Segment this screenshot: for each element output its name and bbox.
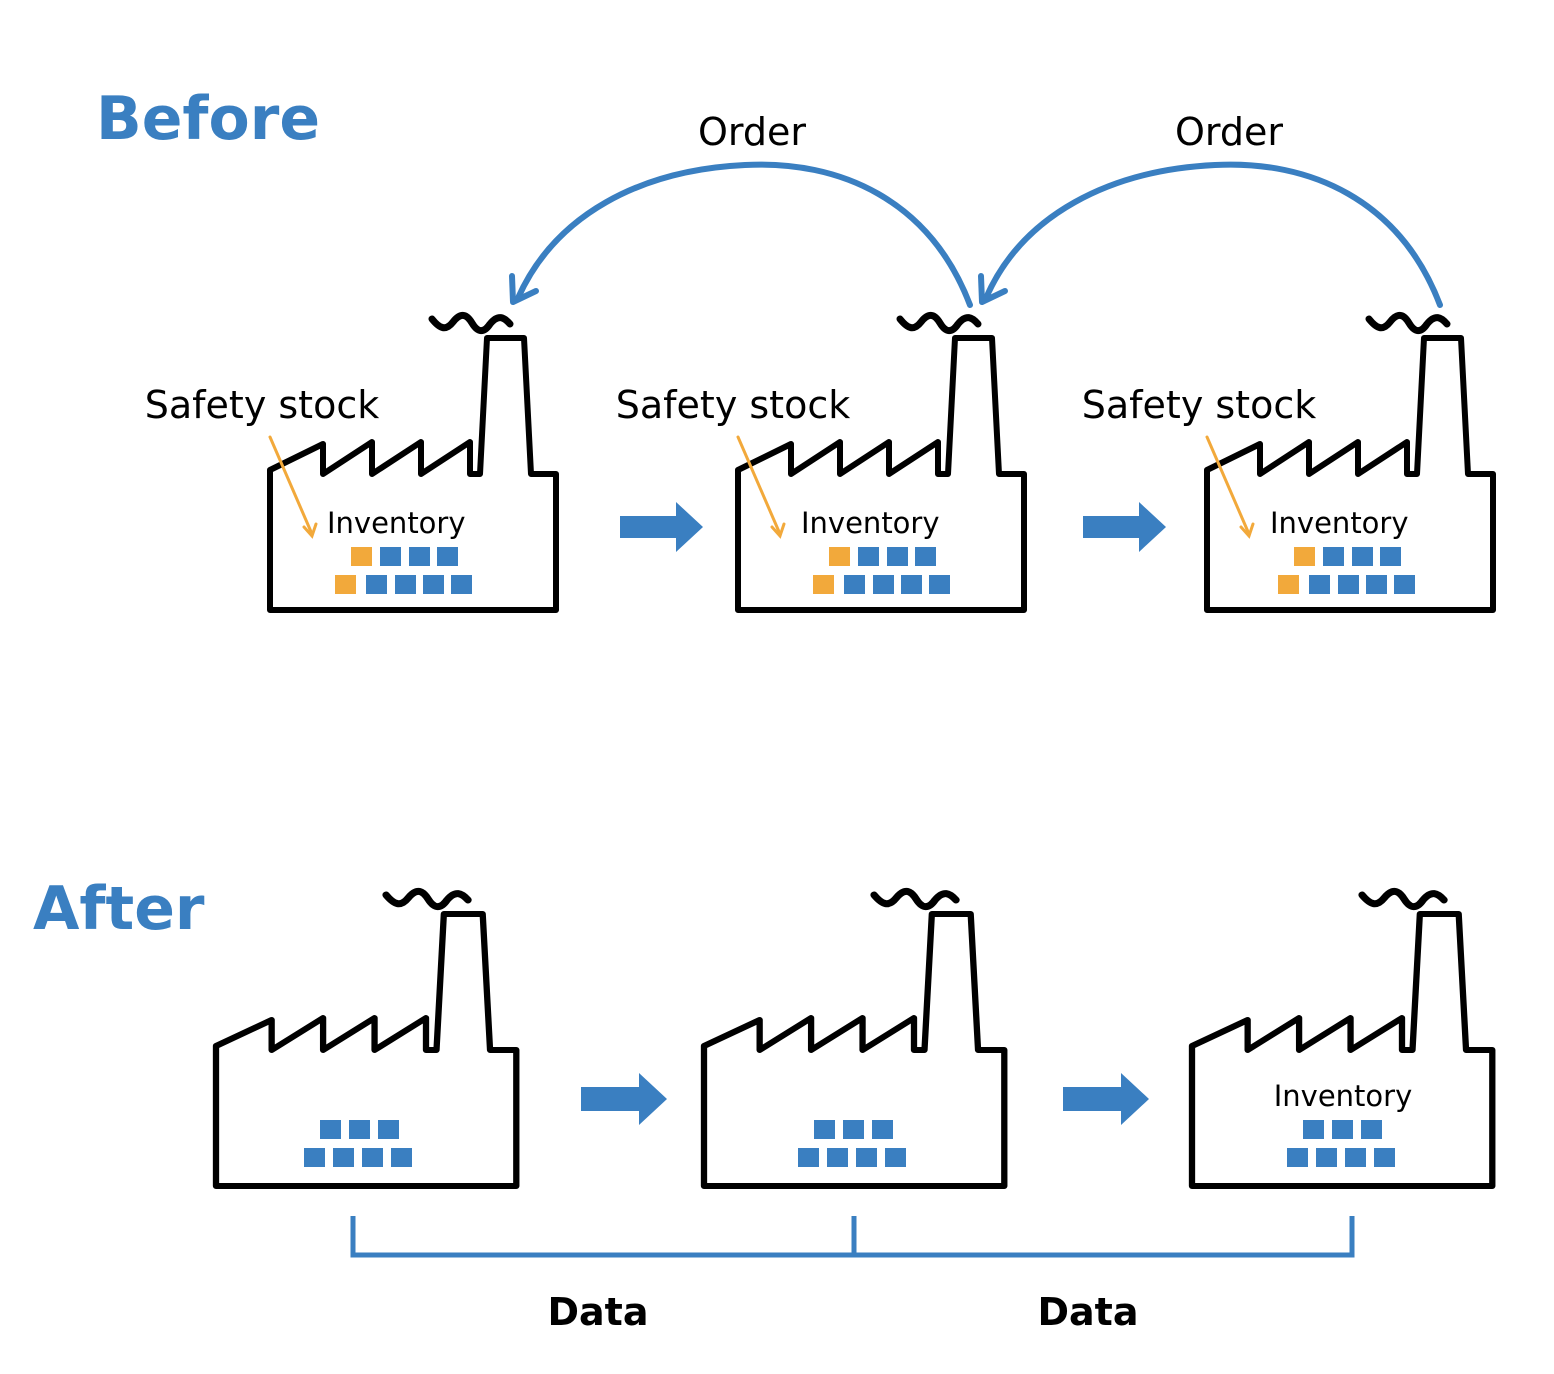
inventory-label: Inventory [1270, 506, 1409, 540]
flow-arrow-after-1 [581, 1073, 667, 1125]
order-label-2: Order [1175, 110, 1283, 154]
inventory-stack [813, 547, 950, 594]
inventory-label: Inventory [1274, 1079, 1413, 1113]
factory-icon [738, 315, 1024, 610]
factory-icon [704, 891, 1004, 1186]
safety-stock-label-2: Safety stock [616, 383, 850, 427]
data-label-1: Data [548, 1290, 649, 1334]
flow-arrow-before-1 [620, 502, 703, 552]
after-title: After [33, 874, 205, 944]
safety-pointer [736, 435, 782, 536]
order-label-1: Order [698, 110, 806, 154]
after-factory-2 [704, 891, 1004, 1186]
factory-icon [1192, 891, 1492, 1186]
after-factory-1 [216, 891, 516, 1186]
flow-arrow-before-2 [1083, 502, 1166, 552]
order-arrowhead-2 [978, 273, 1008, 305]
before-factory-1: Inventory [270, 315, 556, 610]
safety-pointer-head [770, 522, 786, 539]
inventory-label: Inventory [801, 506, 940, 540]
inventory-stack [798, 1120, 906, 1167]
safety-pointer [1205, 435, 1251, 536]
inventory-stack [1287, 1120, 1395, 1167]
inventory-stack [1278, 547, 1415, 594]
safety-pointer-head [302, 522, 318, 539]
data-bracket [350, 1216, 1355, 1258]
safety-stock-label-1: Safety stock [145, 383, 379, 427]
data-label-2: Data [1038, 1290, 1139, 1334]
safety-stock-label-3: Safety stock [1082, 383, 1316, 427]
before-factory-2: Inventory [738, 315, 1024, 610]
safety-pointer-head [1239, 522, 1255, 539]
before-title: Before [96, 84, 320, 154]
factory-icon [216, 891, 516, 1186]
inventory-label: Inventory [327, 506, 466, 540]
inventory-stack [304, 1120, 412, 1167]
order-arrowhead-1 [509, 273, 539, 305]
after-factory-3: Inventory [1192, 891, 1492, 1186]
factory-icon [1207, 315, 1493, 610]
inventory-stack [335, 547, 472, 594]
order-arc-2 [983, 161, 1443, 308]
order-arc-1 [515, 161, 973, 308]
before-factory-3: Inventory [1207, 315, 1493, 610]
flow-arrow-after-2 [1063, 1073, 1149, 1125]
safety-pointer [268, 435, 314, 536]
